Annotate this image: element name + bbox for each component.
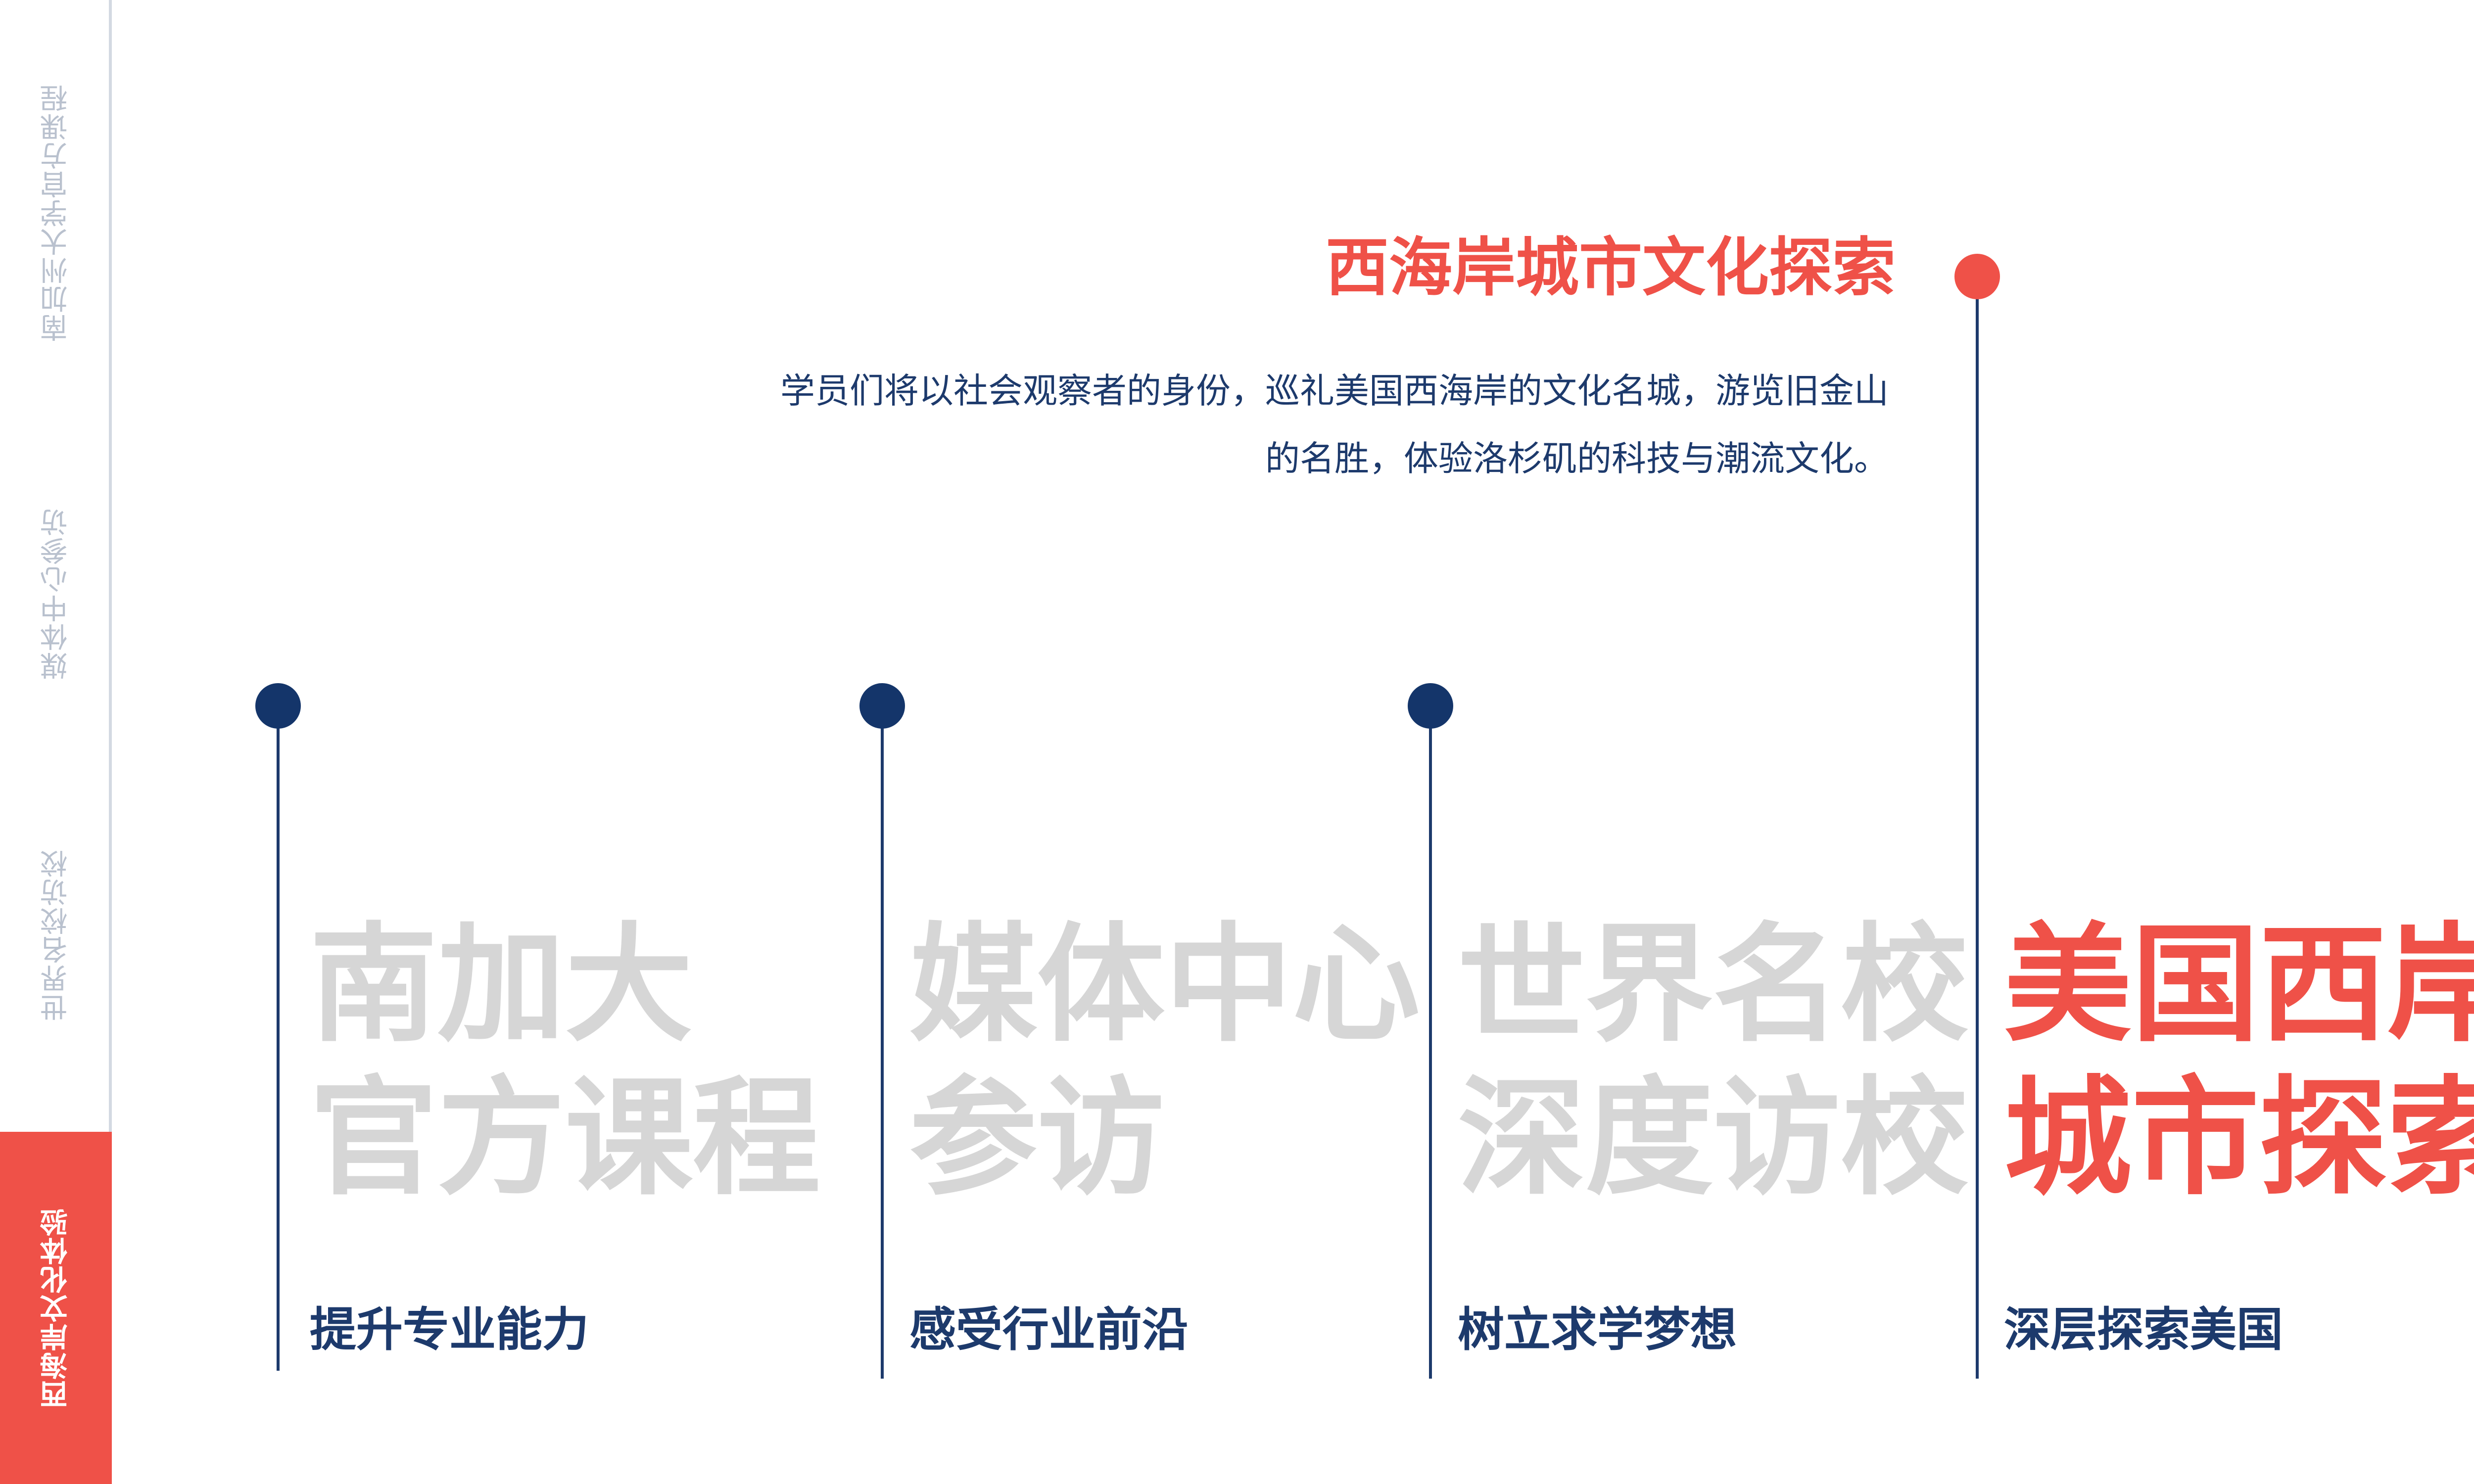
timeline-heading: 南加大 官方课程 <box>310 908 820 1215</box>
sidebar-item-media-center[interactable]: 媒体中心参访 <box>0 435 112 752</box>
timeline-heading: 媒体中心 参访 <box>909 908 1420 1215</box>
timeline-heading-line: 南加大 <box>310 911 693 1059</box>
sidebar-item-usc-courses[interactable]: 南加州大学官方课程 <box>0 40 112 386</box>
feature-description-line: 学员们将以社会观察者的身份，巡礼美国西海岸的文化名城，游览旧金山 <box>780 371 1889 411</box>
timeline-heading-line: 世界名校 <box>1458 911 1968 1059</box>
sidebar-nav: 南加州大学官方课程 媒体中心参访 世界名校访校 西海岸文化体验 <box>0 0 112 1484</box>
timeline-node-dot-active[interactable] <box>1954 254 2000 299</box>
timeline-node-dot[interactable] <box>859 683 905 729</box>
sidebar-item-west-coast-culture[interactable]: 西海岸文化体验 <box>0 1132 112 1484</box>
timeline-heading-line: 深度访校 <box>1458 1064 1968 1212</box>
feature-description: 学员们将以社会观察者的身份，巡礼美国西海岸的文化名城，游览旧金山 的名胜，体验洛… <box>780 357 1889 493</box>
timeline-subtitle: 提升专业能力 <box>310 1303 589 1357</box>
timeline-subtitle: 深层探索美国 <box>2004 1303 2284 1357</box>
timeline-subtitle: 树立求学梦想 <box>1458 1303 1737 1357</box>
sidebar-item-label: 西海岸文化体验 <box>40 1207 72 1408</box>
timeline-heading-line: 官方课程 <box>310 1064 820 1212</box>
timeline-heading-line: 城市探索 <box>2004 1064 2474 1212</box>
timeline-line <box>1976 277 1979 1379</box>
timeline-subtitle: 感受行业前沿 <box>909 1303 1189 1357</box>
feature-description-line: 的名胜，体验洛杉矶的科技与潮流文化。 <box>1265 438 1889 479</box>
sidebar-item-label: 媒体中心参访 <box>40 508 72 680</box>
timeline-heading-line: 参访 <box>909 1064 1165 1212</box>
sidebar-item-university-visits[interactable]: 世界名校访校 <box>0 782 112 1088</box>
timeline-node-dot[interactable] <box>1408 683 1453 729</box>
sidebar-item-label: 世界名校访校 <box>40 849 72 1021</box>
timeline-heading-line: 美国西岸 <box>2004 911 2474 1059</box>
sidebar-item-label: 南加州大学官方课程 <box>40 84 72 342</box>
feature-title: 西海岸城市文化探索 <box>1325 231 1896 305</box>
timeline-heading-line: 媒体中心 <box>909 911 1420 1059</box>
timeline-line <box>277 706 280 1371</box>
timeline-node-dot[interactable] <box>255 683 301 729</box>
timeline-heading-active: 美国西岸 城市探索 <box>2004 908 2474 1215</box>
timeline-line <box>881 706 884 1379</box>
timeline-line <box>1429 706 1432 1379</box>
timeline-heading: 世界名校 深度访校 <box>1458 908 1968 1215</box>
